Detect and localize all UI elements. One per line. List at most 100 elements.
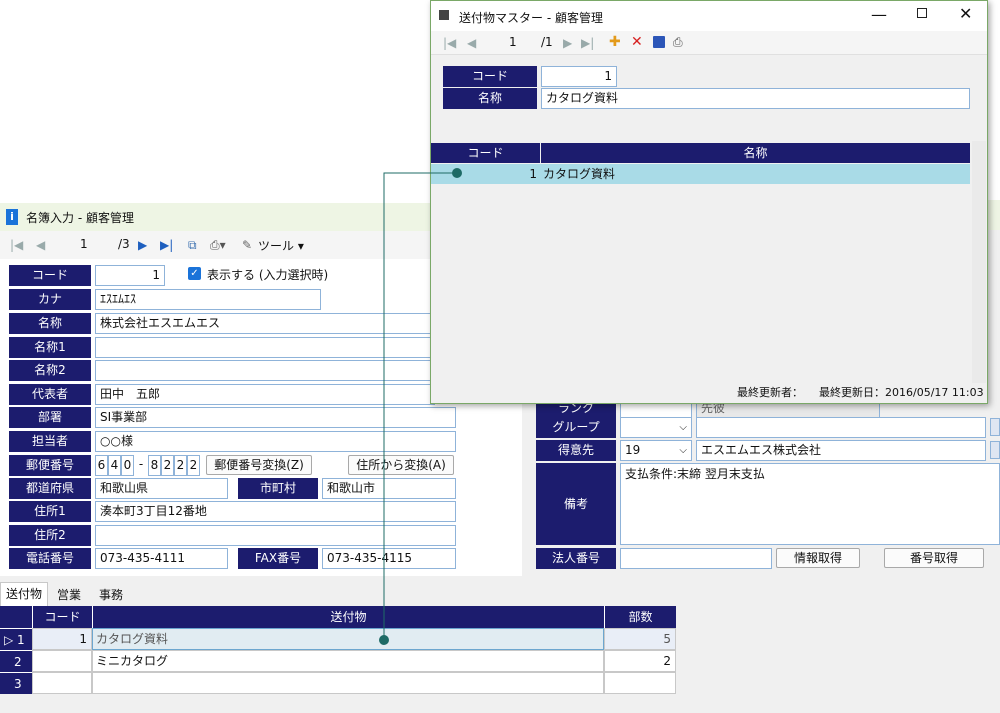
add-icon[interactable]: ✚	[609, 34, 621, 50]
grid-col-qty: 部数	[604, 606, 676, 628]
grid-cell-code[interactable]: 1	[32, 628, 92, 650]
last-updated-label: 最終更新日：2016/05/17 11:03	[819, 386, 984, 399]
master-code-field[interactable]: 1	[541, 66, 617, 87]
tab-office[interactable]: 事務	[98, 588, 123, 602]
postal-label: 郵便番号	[9, 455, 91, 476]
show-checkbox[interactable]: ✓	[188, 267, 201, 280]
row-header[interactable]: 3	[0, 672, 32, 694]
save-icon[interactable]	[653, 36, 665, 48]
dept-field[interactable]: SI事業部	[95, 407, 456, 428]
memo-label: 備考	[536, 463, 616, 545]
address-convert-button[interactable]: 住所から変換(A)	[348, 455, 454, 475]
kana-label: カナ	[9, 289, 91, 310]
name-field[interactable]: 株式会社エスエムエス	[95, 313, 435, 334]
master-toolbar: |◀ ◀ 1 /1 ▶ ▶| ✚ ✕ ⎙	[431, 31, 987, 55]
code-field[interactable]: 1	[95, 265, 165, 286]
last-record-icon[interactable]: ▶|	[160, 238, 174, 252]
row-header[interactable]: ▷ 1	[0, 628, 32, 650]
rep-label: 代表者	[9, 384, 91, 405]
corp-number-field[interactable]	[620, 548, 772, 569]
last-record-icon[interactable]: ▶|	[581, 36, 595, 50]
chevron-down-icon: ⌵	[679, 422, 687, 433]
postal-digit: 6	[95, 455, 108, 476]
addr2-label: 住所2	[9, 525, 91, 546]
master-grid-cell-code: 1	[529, 167, 537, 181]
memo-textarea[interactable]: 支払条件:末締 翌月末支払	[620, 463, 1000, 545]
name-label: 名称	[9, 313, 91, 334]
code-label: コード	[9, 265, 91, 286]
grid-cell-qty[interactable]	[604, 672, 676, 694]
prev-record-icon[interactable]: ◀	[36, 238, 46, 252]
master-grid-scrollbar[interactable]	[972, 141, 986, 385]
master-grid-col-code: コード	[431, 143, 540, 163]
delete-icon[interactable]: ✕	[631, 34, 643, 50]
master-grid-row[interactable]: 1 カタログ資料	[431, 164, 970, 184]
main-toolbar: |◀ ◀ 1 /3 ▶ ▶| ⧉ ⎙▾ ✎ ツール ▾	[0, 231, 430, 259]
connector-dot-top	[452, 168, 462, 178]
next-record-icon[interactable]: ▶	[138, 238, 148, 252]
first-record-icon[interactable]: |◀	[443, 36, 457, 50]
row-header[interactable]: 2	[0, 650, 32, 672]
tools-menu[interactable]: ツール ▾	[258, 239, 304, 253]
tel-label: 電話番号	[9, 548, 91, 569]
number-get-button[interactable]: 番号取得	[884, 548, 984, 568]
group-select[interactable]: ⌵	[620, 417, 692, 438]
addr1-label: 住所1	[9, 501, 91, 522]
master-name-label: 名称	[443, 88, 537, 109]
master-name-field[interactable]: カタログ資料	[541, 88, 970, 109]
last-updater-label: 最終更新者：	[737, 386, 803, 399]
postal-digit: 2	[187, 455, 200, 476]
prev-record-icon[interactable]: ◀	[467, 36, 477, 50]
info-get-button[interactable]: 情報取得	[776, 548, 860, 568]
print-icon[interactable]: ⎙	[673, 35, 683, 49]
grid-cell-qty[interactable]: 2	[604, 650, 676, 672]
tab-sales[interactable]: 営業	[56, 588, 81, 602]
kana-field[interactable]: ｴｽｴﾑｴｽ	[95, 289, 321, 310]
pref-field[interactable]: 和歌山県	[95, 478, 228, 499]
postal-digit: 2	[174, 455, 187, 476]
client-name-field[interactable]: エスエムエス株式会社	[696, 440, 986, 461]
client-code-select[interactable]: 19⌵	[620, 440, 692, 461]
pref-label: 都道府県	[9, 478, 91, 499]
print-icon[interactable]: ⎙▾	[210, 238, 226, 252]
city-field[interactable]: 和歌山市	[322, 478, 456, 499]
postal-convert-button[interactable]: 郵便番号変換(Z)	[206, 455, 312, 475]
person-field[interactable]: ○○様	[95, 431, 456, 452]
copy-icon[interactable]: ⧉	[188, 238, 197, 252]
postal-digit: 2	[161, 455, 174, 476]
grid-cell-item[interactable]: ミニカタログ	[92, 650, 604, 672]
close-icon[interactable]: ✕	[959, 4, 973, 23]
addr2-field[interactable]	[95, 525, 456, 546]
dept-label: 部署	[9, 407, 91, 428]
grid-corner	[0, 606, 32, 628]
master-record-total: /1	[541, 35, 553, 49]
rep-field[interactable]: 田中 五郎	[95, 384, 435, 405]
grid-cell-qty[interactable]: 5	[604, 628, 676, 650]
client-label: 得意先	[536, 440, 616, 461]
postal-code-field[interactable]: 6 4 0 - 8 2 2 2	[95, 455, 201, 476]
fax-field[interactable]: 073-435-4115	[322, 548, 456, 569]
master-record-number[interactable]: 1	[509, 35, 517, 49]
corp-number-label: 法人番号	[536, 548, 616, 569]
minimize-icon[interactable]: —	[871, 5, 887, 24]
record-number[interactable]: 1	[80, 237, 88, 251]
master-grid-col-name: 名称	[541, 143, 970, 163]
addr1-field[interactable]: 湊本町3丁目12番地	[95, 501, 456, 522]
master-window: 送付物マスター - 顧客管理 — ✕ |◀ ◀ 1 /1 ▶ ▶| ✚ ✕ ⎙ …	[430, 0, 988, 404]
master-code-label: コード	[443, 66, 537, 87]
grid-cell-code[interactable]	[32, 650, 92, 672]
grid-cell-item[interactable]	[92, 672, 604, 694]
grid-cell-item[interactable]: カタログ資料	[92, 628, 604, 650]
postal-digit: 0	[121, 455, 134, 476]
first-record-icon[interactable]: |◀	[10, 238, 24, 252]
name1-label: 名称1	[9, 337, 91, 358]
tel-field[interactable]: 073-435-4111	[95, 548, 228, 569]
name2-label: 名称2	[9, 360, 91, 381]
next-record-icon[interactable]: ▶	[563, 36, 573, 50]
connector-line	[383, 172, 457, 640]
group-name-field[interactable]	[696, 417, 986, 438]
maximize-icon[interactable]	[917, 8, 927, 18]
tools-pin-icon[interactable]: ✎	[242, 238, 253, 252]
grid-cell-code[interactable]	[32, 672, 92, 694]
tab-sendables[interactable]: 送付物	[0, 582, 48, 606]
